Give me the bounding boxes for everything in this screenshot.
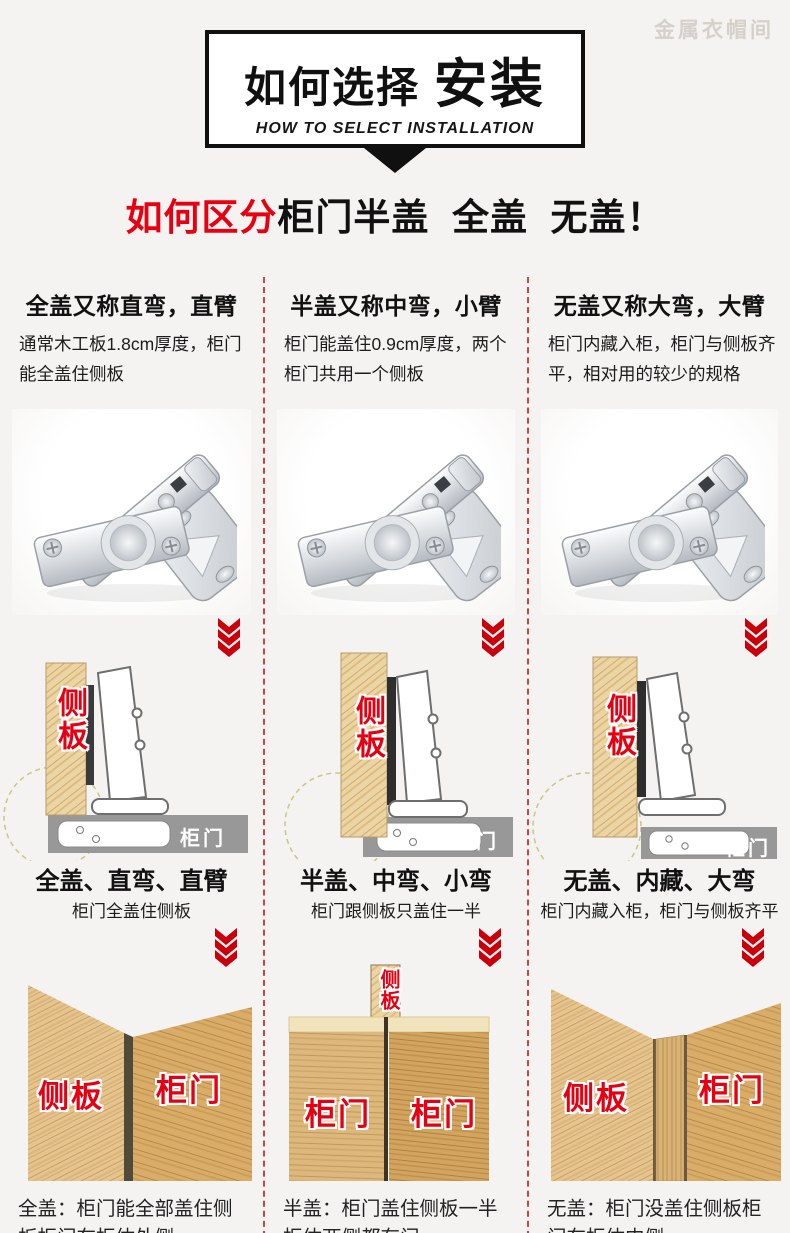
chevron-row: [0, 927, 263, 969]
hinge-photo: [12, 409, 251, 615]
chevron-row: [529, 927, 790, 969]
wood-corner-photo: 侧板 柜门: [6, 969, 257, 1181]
bottom-explanation: 全盖：柜门能全部盖住侧板柜门在柜体外侧: [18, 1198, 233, 1233]
banner-subtitle: HOW TO SELECT INSTALLATION: [255, 120, 535, 137]
hinge-photo: [277, 409, 515, 615]
hinge-illustration: [295, 450, 501, 607]
wood-corner-drawing: [28, 985, 252, 1181]
column-description: 柜门能盖住0.9cm厚度，两个柜门共用一个侧板: [284, 334, 507, 385]
title-banner: 如何选择 安装 HOW TO SELECT INSTALLATION: [205, 30, 585, 148]
result-title: 半盖、中弯、小弯: [300, 868, 492, 895]
door-label: 柜门: [180, 828, 226, 850]
side-panel-label: 侧板: [563, 1081, 629, 1116]
column-title: 无盖又称大弯，大臂: [553, 293, 766, 319]
column-no-cover: 无盖又称大弯，大臂 柜门内藏入柜，柜门与侧板齐平，相对用的较少的规格: [527, 277, 790, 1233]
side-panel-label: 侧板: [602, 693, 635, 759]
side-panel-label: 侧板: [53, 687, 86, 753]
heading-rest: 柜门半盖 全盖 无盖！: [277, 197, 665, 238]
column-full-cover: 全盖又称直弯，直臂 通常木工板1.8cm厚度，柜门能全盖住侧板: [0, 277, 263, 1233]
hinge-photo: [541, 409, 778, 615]
door-label: 柜门: [725, 838, 771, 860]
bottom-explanation: 无盖：柜门没盖住侧板柜门在柜体内侧: [547, 1198, 762, 1233]
banner-title: 如何选择 安装: [215, 42, 575, 118]
door-label: 柜门: [411, 1097, 477, 1132]
column-title: 全盖又称直弯，直臂: [25, 293, 238, 319]
result-description: 柜门全盖住侧板: [72, 902, 191, 921]
chevron-down-icon: [479, 928, 501, 967]
hinge-illustration: [559, 450, 765, 607]
wood-corner-photo: 侧板 柜门: [535, 969, 784, 1181]
banner-title-main: 如何选择: [243, 64, 420, 111]
banner-title-emphasis: 安装: [434, 55, 546, 114]
cross-section-diagram: 侧板 柜门: [265, 649, 527, 861]
chevron-row: [265, 617, 527, 657]
door-label: 柜门: [156, 1073, 222, 1108]
result-title: 无盖、内藏、大弯: [563, 868, 756, 895]
section-heading: 如何区分柜门半盖 全盖 无盖！: [0, 187, 790, 241]
column-title: 半盖又称中弯，小臂: [290, 293, 502, 319]
side-panel-label: 侧板: [351, 695, 384, 761]
result-title: 全盖、直弯、直臂: [35, 868, 228, 895]
columns-container: 全盖又称直弯，直臂 通常木工板1.8cm厚度，柜门能全盖住侧板: [0, 277, 790, 1233]
chevron-row: [0, 617, 263, 657]
chevron-down-icon: [215, 928, 237, 967]
chevron-down-icon: [742, 928, 764, 967]
diagram-drawing: [3, 662, 248, 861]
side-panel-label: 侧板: [377, 969, 399, 1011]
result-description: 柜门跟侧板只盖住一半: [311, 902, 481, 921]
hinge-illustration: [31, 450, 237, 607]
watermark: 金属衣帽间: [654, 19, 774, 42]
diagram-drawing: [532, 656, 777, 861]
wood-corner-drawing: [551, 989, 781, 1181]
diagram-drawing: [284, 652, 513, 861]
cross-section-diagram: 侧板 柜门: [0, 649, 263, 861]
column-description: 柜门内藏入柜，柜门与侧板齐平，相对用的较少的规格: [548, 334, 776, 385]
door-label: 柜门: [453, 831, 499, 853]
side-panel-label: 侧板: [38, 1079, 104, 1114]
result-description: 柜门内藏入柜，柜门与侧板齐平: [540, 902, 779, 921]
door-label: 柜门: [699, 1073, 765, 1108]
column-description: 通常木工板1.8cm厚度，柜门能全盖住侧板: [19, 334, 242, 385]
heading-highlight: 如何区分: [125, 197, 278, 238]
wood-front-drawing: [288, 964, 490, 1181]
door-label: 柜门: [305, 1097, 371, 1132]
bottom-explanation: 半盖：柜门盖住侧板一半柜体两侧都有门: [283, 1198, 498, 1233]
chevron-row: [529, 617, 790, 657]
arrow-down-icon: [364, 148, 426, 173]
wood-front-photo: 侧板 柜门 柜门: [271, 963, 521, 1181]
column-half-cover: 半盖又称中弯，小臂 柜门能盖住0.9cm厚度，两个柜门共用一个侧板: [263, 277, 527, 1233]
cross-section-diagram: 侧板 柜门: [529, 649, 790, 861]
